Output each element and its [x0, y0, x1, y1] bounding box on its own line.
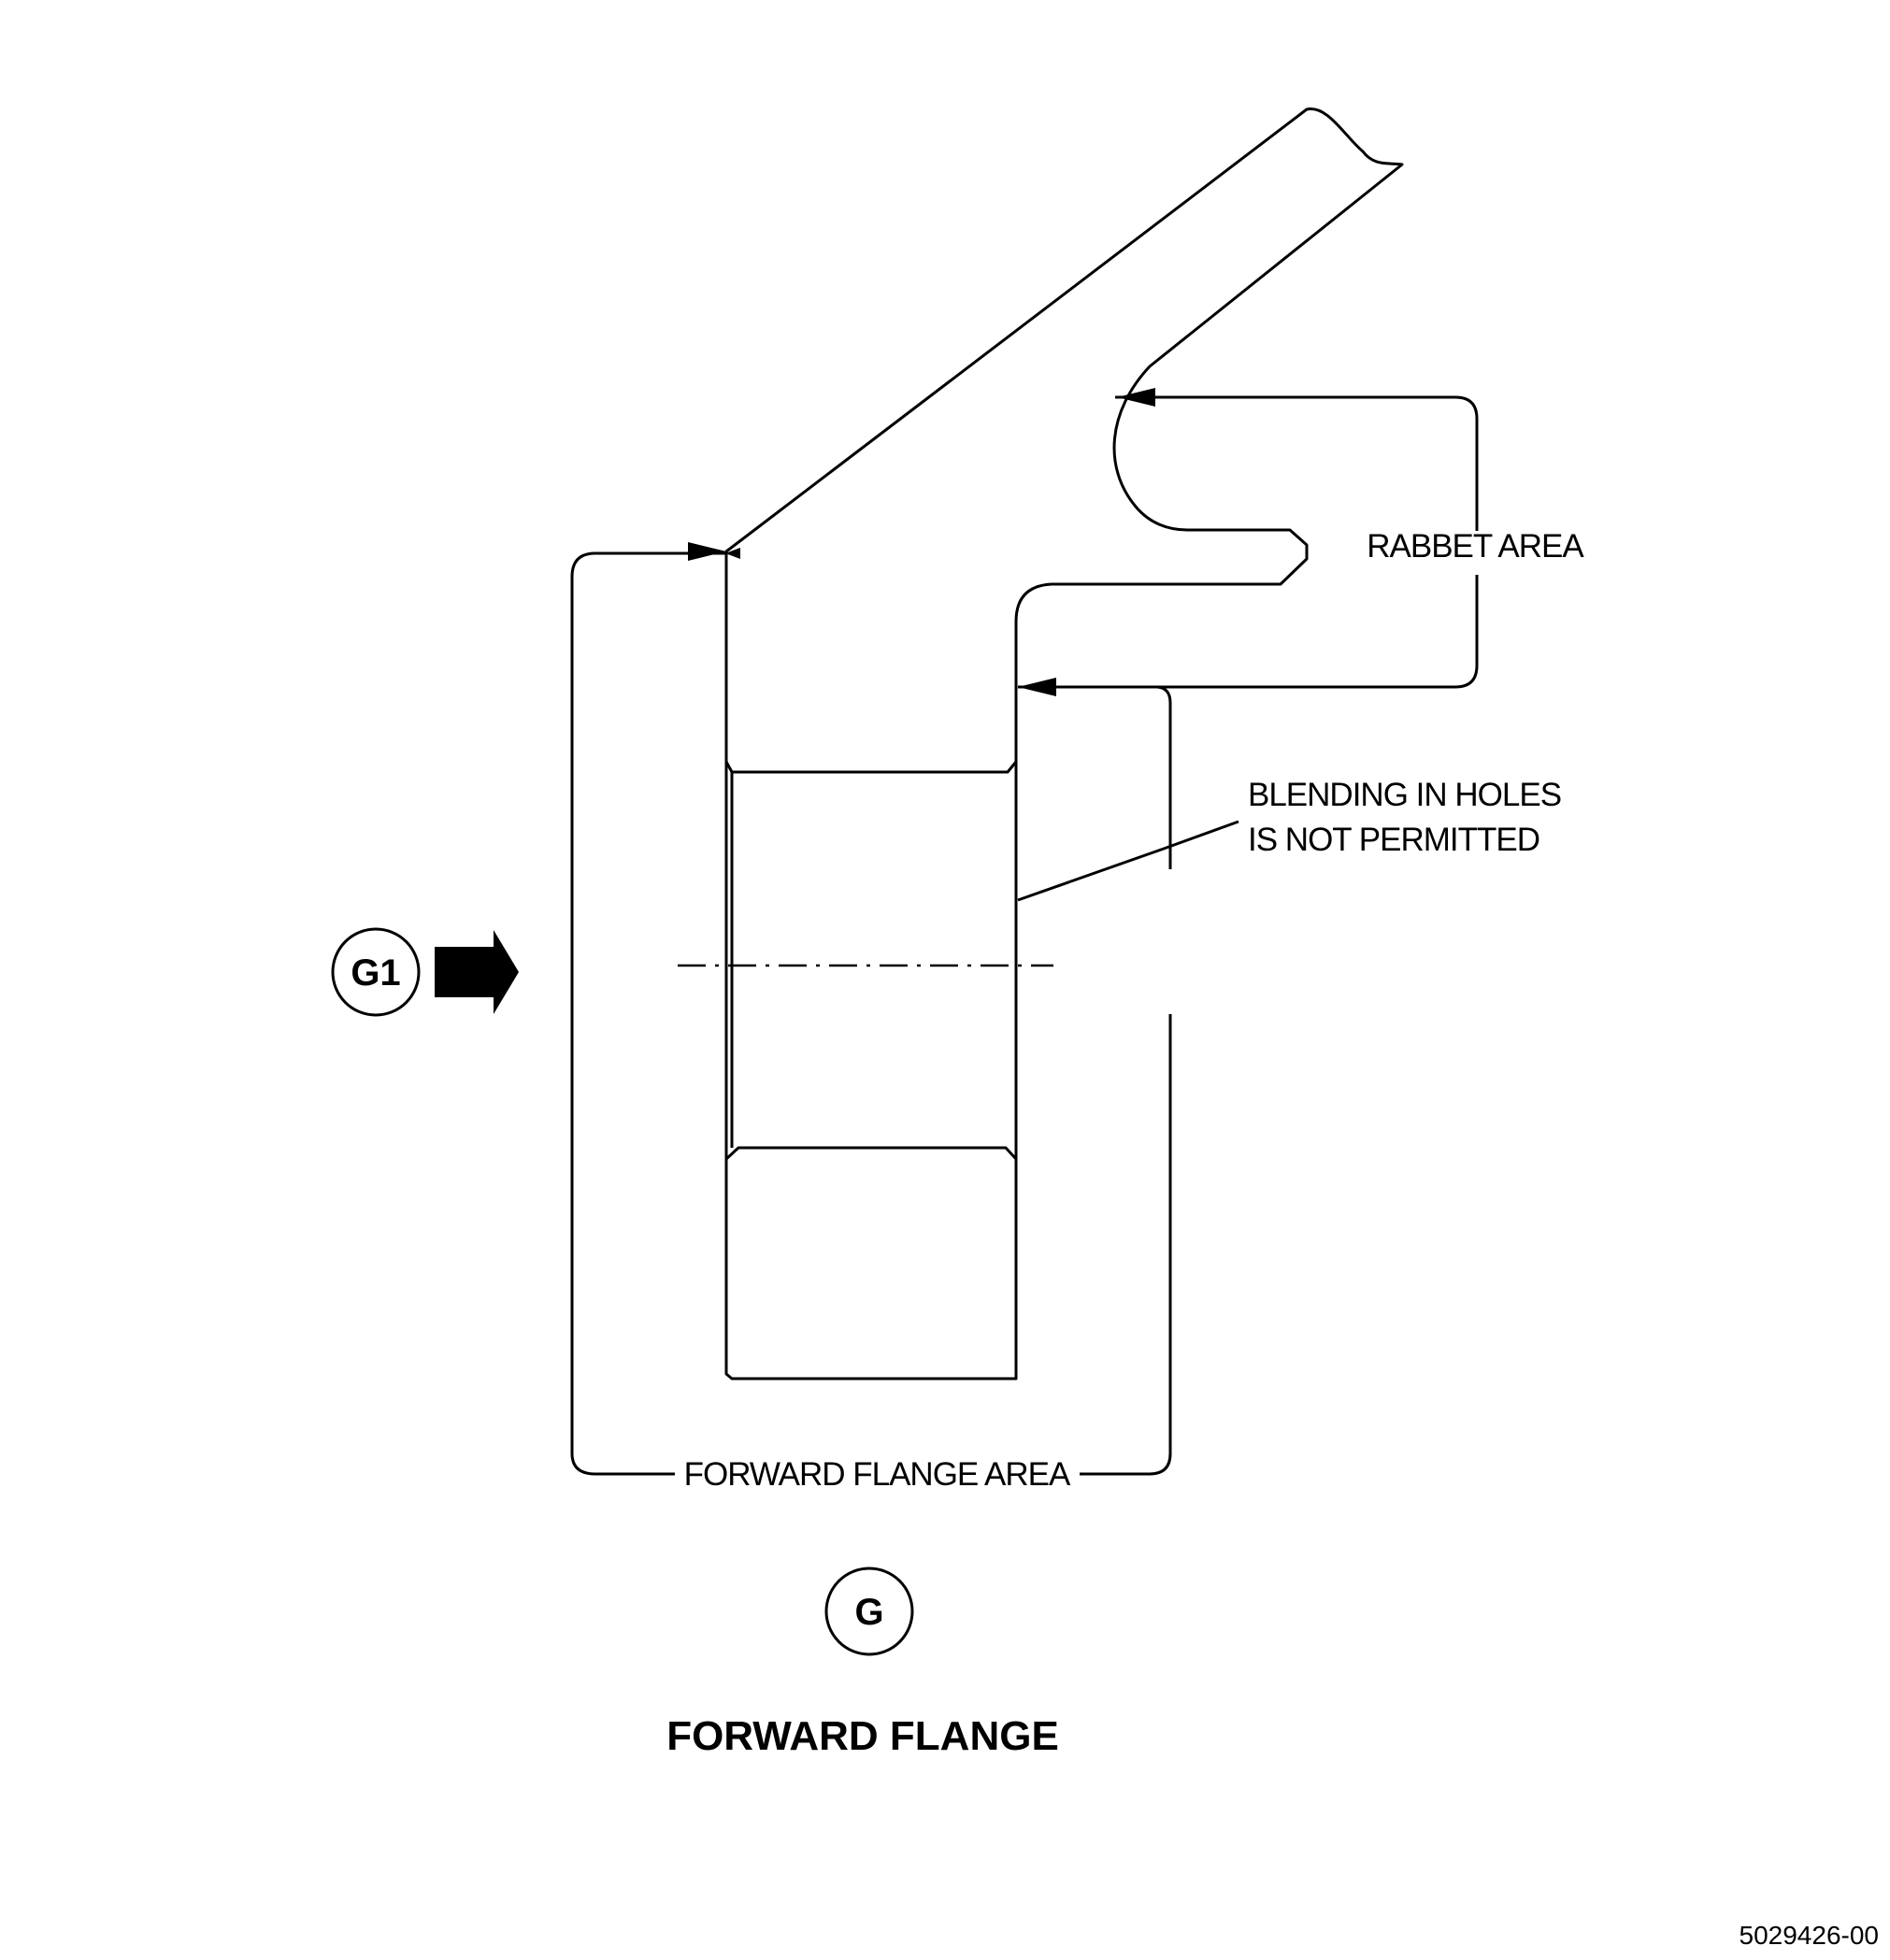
forward-flange-area-label: FORWARD FLANGE AREA — [684, 1456, 1071, 1493]
figure-number: 5029426-00 — [1740, 1921, 1879, 1950]
forward-flange-area-bracket — [570, 548, 1172, 1476]
flange-part-outline — [724, 107, 1404, 1381]
view-g1-bubble — [331, 927, 421, 1017]
blending-note-line2: IS NOT PERMITTED — [1248, 822, 1539, 858]
rabbet-arrowhead-top — [1117, 388, 1155, 407]
view-g1-label: G1 — [351, 952, 400, 994]
blending-leader-line — [1017, 820, 1239, 902]
diagram-title: FORWARD FLANGE — [666, 1713, 1059, 1759]
view-direction-arrow-icon — [435, 930, 519, 1014]
rabbet-arrowhead-bottom — [1018, 678, 1056, 696]
rabbet-area-bracket — [1018, 395, 1479, 869]
detail-g-bubble — [824, 1567, 914, 1656]
blending-note-line1: BLENDING IN HOLES — [1248, 777, 1561, 813]
detail-g-label: G — [854, 1592, 883, 1633]
detail-g-marker: G — [824, 1567, 914, 1656]
flange-arrowhead-top — [688, 542, 726, 561]
view-g1-marker: G1 — [331, 927, 519, 1017]
rabbet-area-label: RABBET AREA — [1367, 528, 1584, 565]
